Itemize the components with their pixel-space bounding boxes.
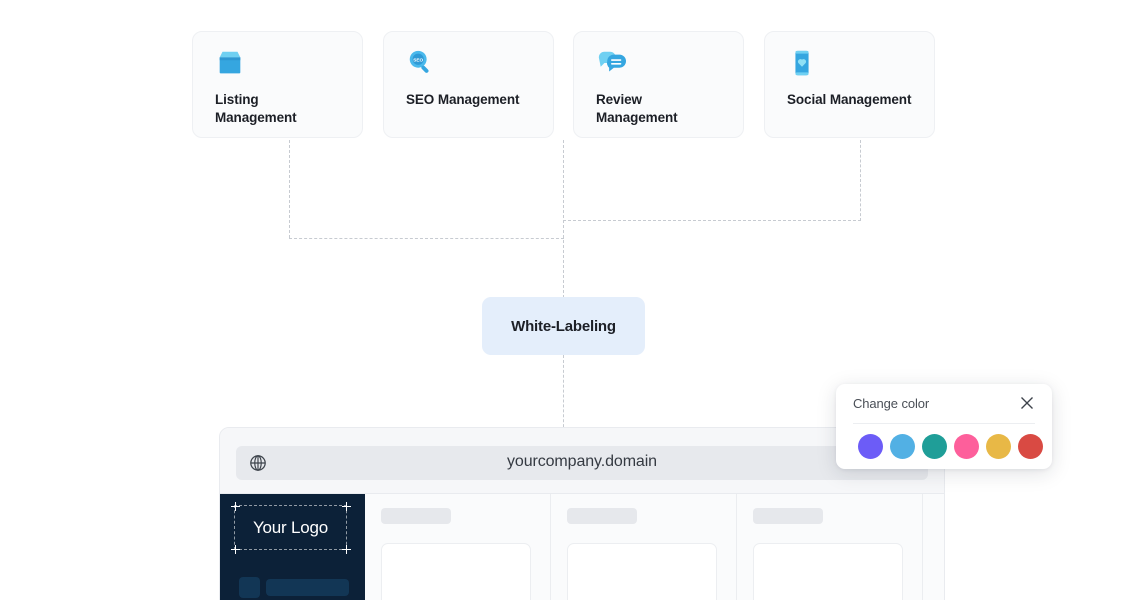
browser-mockup: yourcompany.domain Your Logo (219, 427, 945, 600)
connector-line-white-label-down (563, 355, 564, 437)
swatch-teal[interactable] (922, 434, 947, 459)
column-header-placeholder (381, 508, 451, 524)
close-icon[interactable] (1019, 395, 1035, 411)
storefront-icon (215, 48, 340, 82)
swatch-yellow[interactable] (986, 434, 1011, 459)
popup-title: Change color (853, 396, 930, 411)
color-swatch-list (836, 424, 1052, 459)
resize-handle-top-left[interactable] (230, 501, 240, 511)
column-header-placeholder (753, 508, 823, 524)
url-bar[interactable]: yourcompany.domain (236, 446, 928, 480)
connector-line-bottom-left (289, 238, 564, 239)
swatch-blue[interactable] (890, 434, 915, 459)
url-text: yourcompany.domain (507, 453, 657, 470)
column-card-placeholder[interactable] (567, 543, 717, 600)
connector-line-seo (563, 140, 564, 298)
feature-card-label: SEO Management (406, 92, 520, 107)
chat-bubbles-icon (596, 48, 721, 82)
app-sidebar: Your Logo (220, 494, 365, 600)
feature-card-label: Listing Management (215, 92, 297, 125)
swatch-pink[interactable] (954, 434, 979, 459)
resize-handle-bottom-left[interactable] (230, 544, 240, 554)
svg-text:SEO: SEO (413, 58, 423, 63)
seo-magnifier-icon: SEO (406, 48, 531, 82)
content-column-1 (365, 494, 551, 600)
connector-line-bottom-right (563, 220, 861, 221)
sidebar-nav-label-placeholder[interactable] (266, 579, 349, 596)
content-column-4 (923, 494, 944, 600)
logo-placeholder-box[interactable]: Your Logo (230, 501, 351, 554)
logo-placeholder-label: Your Logo (252, 517, 329, 537)
phone-heart-icon (787, 48, 912, 82)
feature-card-review-management[interactable]: Review Management (573, 31, 744, 138)
column-card-placeholder[interactable] (753, 543, 903, 600)
swatch-purple[interactable] (858, 434, 883, 459)
swatch-red[interactable] (1018, 434, 1043, 459)
white-labeling-node[interactable]: White-Labeling (482, 297, 645, 355)
change-color-popup: Change color (836, 384, 1052, 469)
feature-card-social-management[interactable]: Social Management (764, 31, 935, 138)
sidebar-nav-icon-placeholder[interactable] (239, 577, 260, 598)
browser-toolbar: yourcompany.domain (220, 428, 944, 494)
feature-card-listing-management[interactable]: Listing Management (192, 31, 363, 138)
connector-line-listing (289, 140, 290, 238)
feature-card-label: Review Management (596, 92, 678, 125)
browser-content: Your Logo (220, 494, 944, 600)
popup-header: Change color (853, 384, 1035, 424)
white-labeling-label: White-Labeling (511, 317, 616, 335)
connector-line-social (860, 140, 861, 221)
content-column-3 (737, 494, 923, 600)
resize-handle-bottom-right[interactable] (341, 544, 351, 554)
content-column-2 (551, 494, 737, 600)
column-header-placeholder (567, 508, 637, 524)
resize-handle-top-right[interactable] (341, 501, 351, 511)
column-card-placeholder[interactable] (381, 543, 531, 600)
globe-icon (249, 454, 267, 472)
feature-card-label: Social Management (787, 92, 912, 107)
feature-card-seo-management[interactable]: SEO SEO Management (383, 31, 554, 138)
